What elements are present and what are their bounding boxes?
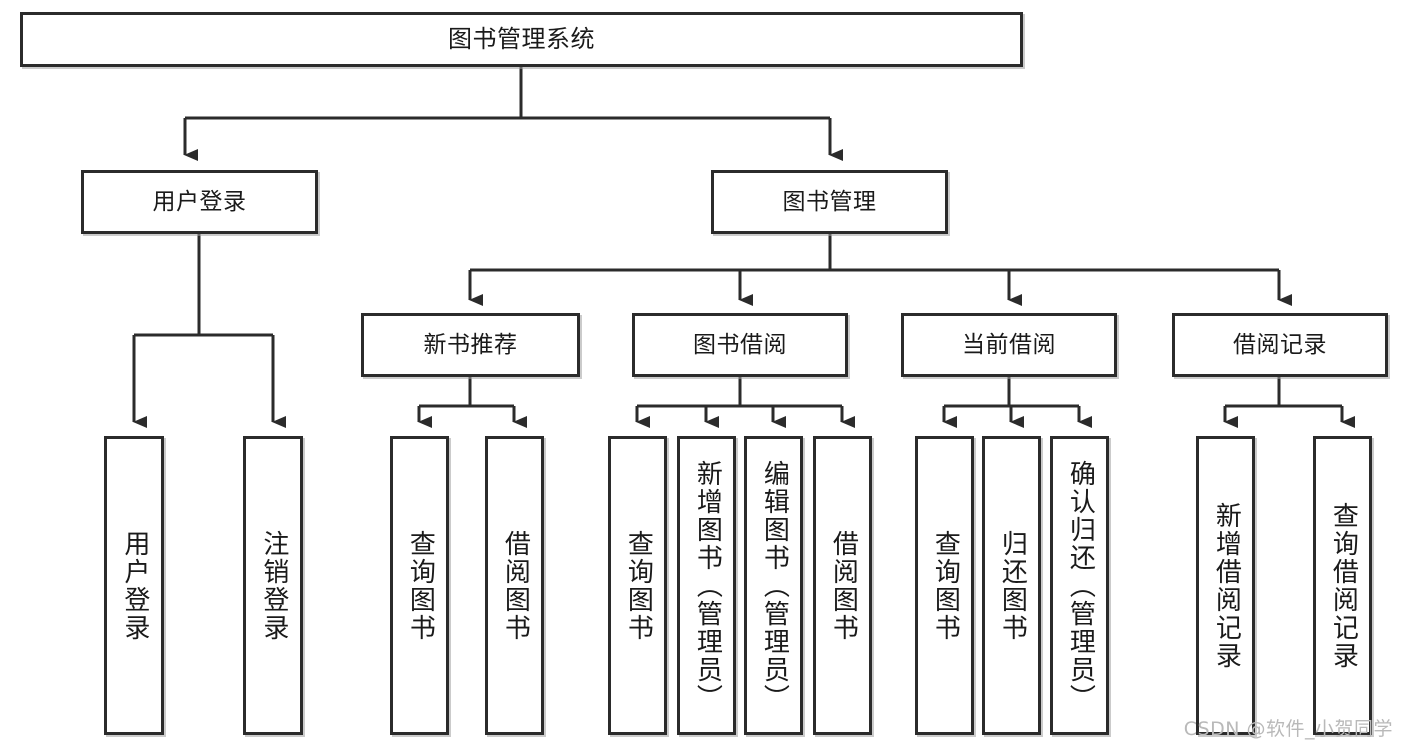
- node-label: 图书管理系统: [448, 24, 595, 53]
- node-label: 借阅记录: [1233, 331, 1327, 358]
- node-label: 用户登录: [152, 188, 247, 215]
- node-leaf-add-book[interactable]: 新增图书（管理员）: [677, 436, 736, 735]
- node-new-book-recommend[interactable]: 新书推荐: [361, 313, 580, 377]
- node-leaf-user-login[interactable]: 用户登录: [104, 436, 164, 735]
- node-label: 借阅图书: [828, 529, 859, 642]
- node-leaf-query-record[interactable]: 查询借阅记录: [1313, 436, 1372, 735]
- node-leaf-confirm-return[interactable]: 确认归还（管理员）: [1050, 436, 1109, 735]
- node-label: 查询图书: [930, 529, 961, 642]
- node-label: 编辑图书（管理员）: [759, 459, 790, 712]
- node-book-management[interactable]: 图书管理: [711, 170, 948, 234]
- node-leaf-logout[interactable]: 注销登录: [243, 436, 303, 735]
- node-leaf-borrow-book-1[interactable]: 借阅图书: [485, 436, 544, 735]
- node-label: 借阅图书: [500, 529, 531, 642]
- node-label: 查询图书: [623, 529, 654, 642]
- node-label: 注销登录: [258, 529, 289, 642]
- node-leaf-return-book[interactable]: 归还图书: [982, 436, 1041, 735]
- node-leaf-query-book-2[interactable]: 查询图书: [608, 436, 667, 735]
- node-book-borrow[interactable]: 图书借阅: [632, 313, 848, 377]
- node-leaf-query-book-3[interactable]: 查询图书: [915, 436, 974, 735]
- node-label: 用户登录: [119, 529, 150, 642]
- node-root-book-management-system[interactable]: 图书管理系统: [20, 12, 1023, 67]
- node-leaf-query-book-1[interactable]: 查询图书: [390, 436, 449, 735]
- node-label: 新增图书（管理员）: [692, 459, 723, 712]
- node-user-login[interactable]: 用户登录: [81, 170, 318, 234]
- node-leaf-add-record[interactable]: 新增借阅记录: [1196, 436, 1255, 735]
- node-label: 新增借阅记录: [1211, 501, 1242, 670]
- node-label: 当前借阅: [962, 331, 1056, 358]
- node-label: 新书推荐: [423, 331, 518, 358]
- node-current-borrow[interactable]: 当前借阅: [901, 313, 1117, 377]
- node-label: 图书借阅: [693, 331, 787, 358]
- node-label: 图书管理: [782, 188, 877, 215]
- node-label: 查询图书: [405, 529, 436, 642]
- node-borrow-record[interactable]: 借阅记录: [1172, 313, 1388, 377]
- node-label: 查询借阅记录: [1328, 501, 1359, 670]
- node-label: 归还图书: [997, 529, 1028, 642]
- watermark: CSDN @软件_小贺同学: [1183, 718, 1393, 740]
- node-label: 确认归还（管理员）: [1065, 459, 1096, 712]
- node-leaf-borrow-book-2[interactable]: 借阅图书: [813, 436, 872, 735]
- node-leaf-edit-book[interactable]: 编辑图书（管理员）: [744, 436, 803, 735]
